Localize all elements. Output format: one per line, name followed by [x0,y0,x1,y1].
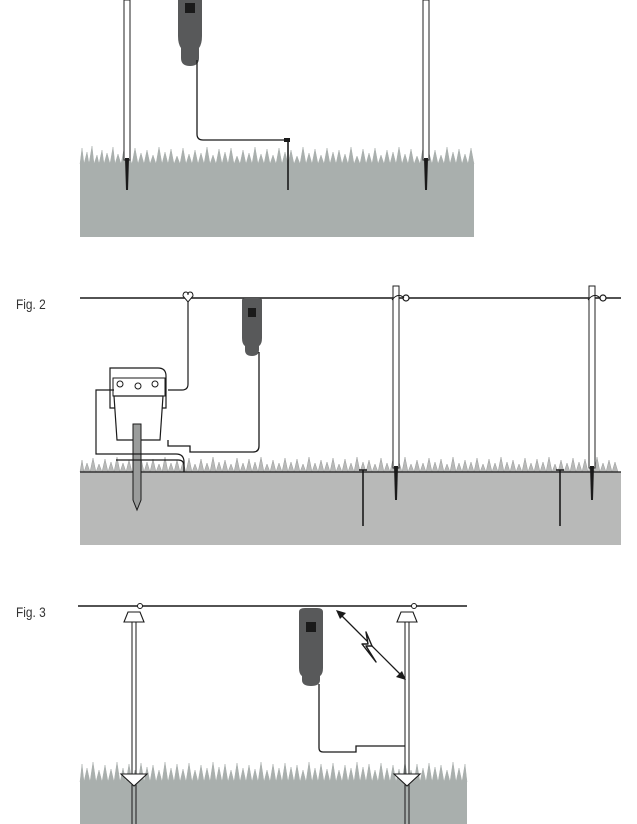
fig3-tester-icon [299,608,323,686]
fig2-energizer-lead [168,302,189,391]
lightning-bolt-icon [336,610,406,680]
fig2-post-2 [587,285,607,500]
fig3-ground [80,782,467,824]
fig2-label: Fig. 2 [16,296,46,312]
fig3-tester-wire [318,684,405,753]
figure-2 [79,285,621,545]
fig3-post-right [392,603,422,824]
fig1-ground [80,164,474,237]
fig1-grass [79,145,475,165]
fig2-tester-icon [242,298,262,356]
fig1-tester-icon [178,0,202,66]
fig2-post-1 [391,285,410,500]
fig1-test-wire [196,60,287,141]
energizer-icon [109,367,167,512]
fig2-grass [79,456,621,473]
fig2-energizer-ground-wire [95,389,185,472]
fig3-label: Fig. 3 [16,604,46,620]
fig2-ground [80,472,621,545]
fig2-tester-wire [167,352,260,453]
fig3-post-left [119,603,149,824]
figure-1 [79,0,475,237]
figure-3 [78,603,468,824]
fig1-post-right [422,0,430,161]
fig1-post-left [123,0,131,161]
